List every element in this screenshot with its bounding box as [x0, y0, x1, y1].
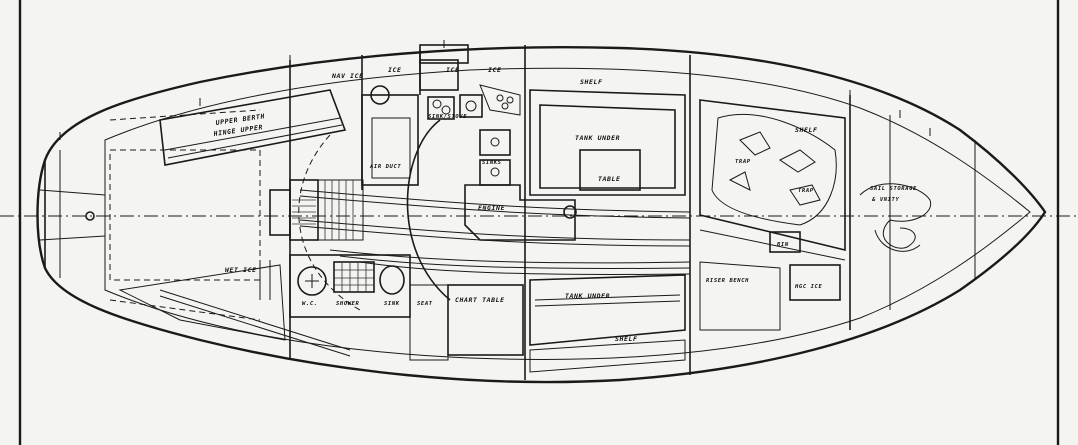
cockpit-area: [109, 149, 261, 281]
label-ice-center: ICE: [446, 66, 460, 74]
label-tank-under-bottom: TANK UNDER: [565, 292, 610, 300]
head-sink: [379, 265, 405, 295]
label-table: TABLE: [598, 175, 621, 183]
label-sink: SINK: [384, 301, 400, 307]
sink-upper: [479, 129, 511, 156]
hgc-ice-box: [789, 264, 841, 301]
engine-box: [464, 184, 576, 241]
frame-ticks: [59, 55, 931, 140]
label-ice-left: ICE: [388, 66, 402, 74]
label-shelf-top: SHELF: [580, 78, 603, 86]
wc-bowl: [297, 266, 327, 296]
label-trap-1: TRAP: [735, 159, 751, 165]
quarter-berth-port: [159, 89, 347, 166]
stove: [427, 96, 455, 120]
label-chart-table: CHART TABLE: [455, 296, 505, 304]
label-trap-2: TRAP: [798, 188, 814, 194]
galley-sink: [459, 94, 483, 118]
label-wc: W.C.: [302, 301, 318, 307]
label-air-duct: AIR DUCT: [369, 164, 401, 170]
companion-ladder: [269, 179, 364, 241]
sail-storage-bin: [859, 183, 932, 249]
settee-starboard: [529, 274, 686, 346]
label-vanity: & VNITY: [871, 197, 899, 203]
label-engine: ENGINE: [478, 204, 505, 212]
dinette-table: [579, 149, 641, 191]
galley-round-fixture: [370, 85, 390, 105]
v-berth: [699, 99, 846, 252]
hull-outline: [36, 46, 1047, 384]
label-ice-right: ICE: [488, 66, 502, 74]
icebox: [361, 94, 419, 186]
rudder-post: [85, 211, 95, 221]
label-seat: SEAT: [417, 301, 433, 307]
label-sinks: SINKS: [482, 160, 502, 166]
wet-locker-area: [118, 264, 286, 341]
label-riser-bench: RISER BENCH: [706, 278, 749, 284]
deck-line: [104, 67, 1031, 360]
label-shelf-bottom: SHELF: [615, 335, 638, 343]
label-shower: SHOWER: [336, 301, 360, 307]
label-wet-ice: WET ICE: [225, 266, 257, 274]
label-hgc-ice: HGC ICE: [794, 284, 822, 290]
label-shelf-fwd: SHELF: [795, 126, 818, 134]
label-tank-under-top: TANK UNDER: [575, 134, 620, 142]
bin-box: [769, 231, 801, 253]
label-sink-stove: SINK/STOVE: [428, 114, 467, 120]
label-sail-storage: SAIL STORAGE: [870, 186, 917, 192]
shower-grate: [333, 261, 375, 293]
label-nav-ice-top: NAV ICE: [331, 72, 364, 80]
head-compartment: [289, 254, 411, 318]
label-bin: BIN: [776, 242, 789, 248]
settee-port: [529, 89, 686, 196]
